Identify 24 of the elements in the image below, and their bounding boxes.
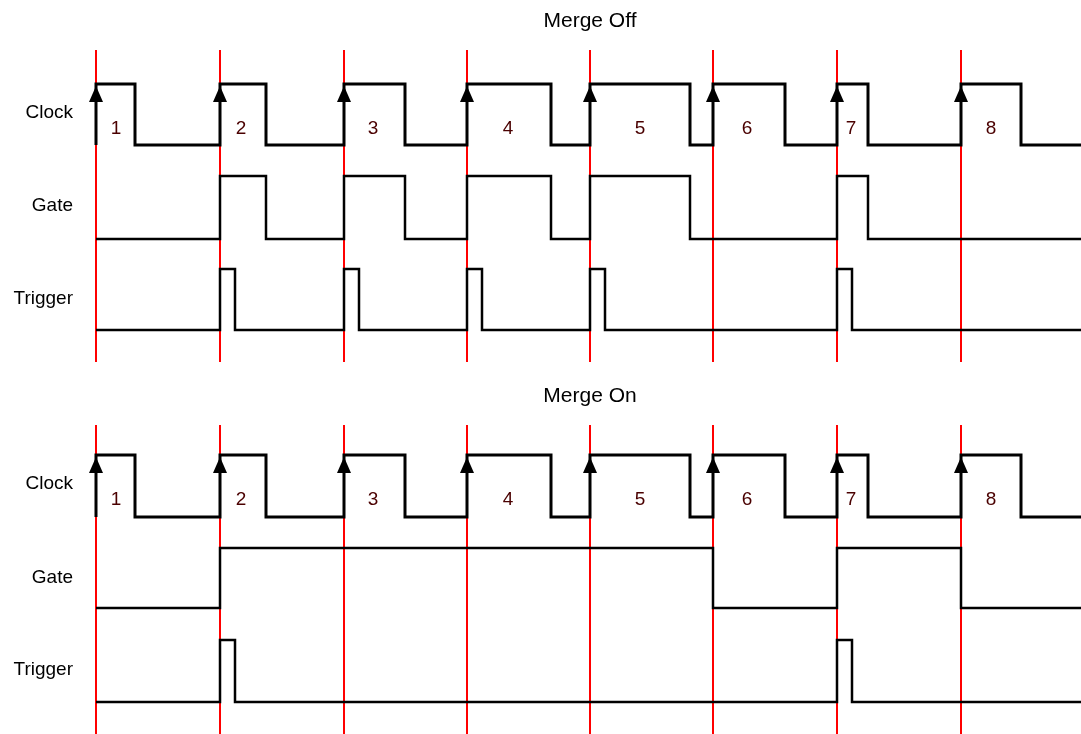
cycle-number: 8 xyxy=(985,488,997,510)
cycle-number: 7 xyxy=(845,117,857,139)
cycle-number: 8 xyxy=(985,117,997,139)
signal-label: Clock xyxy=(25,472,73,494)
signal-label: Trigger xyxy=(13,658,73,680)
cycle-number: 7 xyxy=(845,488,857,510)
panel-title: Merge Off xyxy=(543,9,637,31)
cycle-number: 5 xyxy=(634,117,646,139)
cycle-number: 5 xyxy=(634,488,646,510)
signal-label: Clock xyxy=(25,101,73,123)
signal-label: Gate xyxy=(31,194,73,216)
signal-label: Gate xyxy=(31,566,73,588)
signal-label: Trigger xyxy=(13,287,73,309)
panel-title: Merge On xyxy=(543,384,637,406)
cycle-number: 2 xyxy=(235,117,247,139)
cycle-number: 2 xyxy=(235,488,247,510)
cycle-number: 4 xyxy=(502,117,514,139)
cycle-number: 1 xyxy=(110,117,122,139)
cycle-number: 6 xyxy=(741,117,753,139)
cycle-number: 4 xyxy=(502,488,514,510)
cycle-number: 1 xyxy=(110,488,122,510)
cycle-number: 6 xyxy=(741,488,753,510)
cycle-number: 3 xyxy=(367,117,379,139)
cycle-number: 3 xyxy=(367,488,379,510)
